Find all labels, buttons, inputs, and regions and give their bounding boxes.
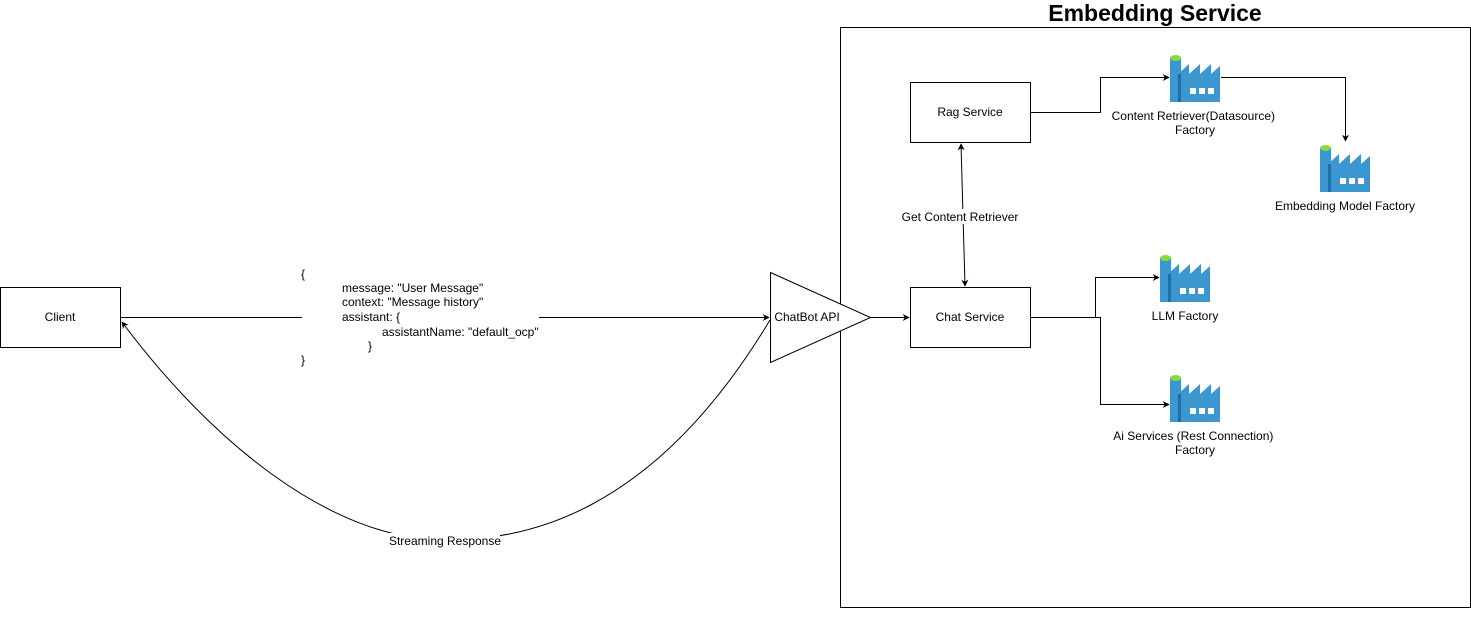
chat-service-label: Chat Service <box>936 310 1005 324</box>
chatbot-api-label: ChatBot API <box>774 310 839 324</box>
edge-chat-to-llm <box>1031 274 1160 318</box>
embedding-model-factory-label: Embedding Model Factory <box>1275 199 1415 213</box>
ai-services-label-line1: Ai Services (Rest Connection) <box>1113 429 1273 443</box>
factory-icon <box>1160 255 1210 302</box>
svg-text:Content Retriever(Datasource): Content Retriever(Datasource) Factory <box>1112 109 1279 137</box>
payload-line-3: assistant: { <box>342 310 400 324</box>
ai-services-factory-node[interactable]: Ai Services (Rest Connection) Factory <box>1113 375 1276 457</box>
edge-chat-to-ai-services <box>1031 317 1170 408</box>
streaming-response-label: Streaming Response <box>389 534 501 548</box>
llm-factory-label: LLM Factory <box>1152 309 1219 323</box>
payload-line-4: assistantName: "default_ocp" <box>382 325 539 339</box>
rag-service-label: Rag Service <box>937 105 1003 119</box>
request-payload: { message: "User Message" context: "Mess… <box>301 267 539 367</box>
content-retriever-factory-node[interactable]: Content Retriever(Datasource) Factory <box>1112 55 1279 137</box>
factory-icon <box>1320 145 1370 192</box>
client-label: Client <box>45 310 76 324</box>
embedding-model-factory-node[interactable]: Embedding Model Factory <box>1275 145 1415 213</box>
edge-streaming-response <box>121 319 771 541</box>
payload-line-6: } <box>301 353 305 367</box>
client-node[interactable]: Client <box>0 287 121 348</box>
edge-rag-to-content-retriever <box>1031 74 1170 113</box>
chatbot-api-node[interactable]: ChatBot API <box>770 271 872 364</box>
payload-line-2: context: "Message history" <box>342 295 483 309</box>
get-content-retriever-label: Get Content Retriever <box>902 210 1019 224</box>
edge-content-retriever-to-embedding <box>1221 77 1349 142</box>
rag-service-node[interactable]: Rag Service <box>910 82 1031 143</box>
payload-line-5: } <box>368 339 372 353</box>
ai-services-label-line2: Factory <box>1175 443 1215 457</box>
chat-service-node[interactable]: Chat Service <box>910 287 1031 348</box>
content-retriever-label-line2: Factory <box>1175 123 1215 137</box>
payload-line-0: { <box>301 267 305 281</box>
svg-text:Ai Services (Rest Connection): Ai Services (Rest Connection) Factory <box>1113 429 1276 457</box>
llm-factory-node[interactable]: LLM Factory <box>1152 255 1219 323</box>
content-retriever-label-line1: Content Retriever(Datasource) <box>1112 109 1275 123</box>
factory-icon <box>1170 375 1220 422</box>
payload-line-1: message: "User Message" <box>342 281 483 295</box>
factory-icon <box>1170 55 1220 102</box>
group-title: Embedding Service <box>1048 0 1261 26</box>
